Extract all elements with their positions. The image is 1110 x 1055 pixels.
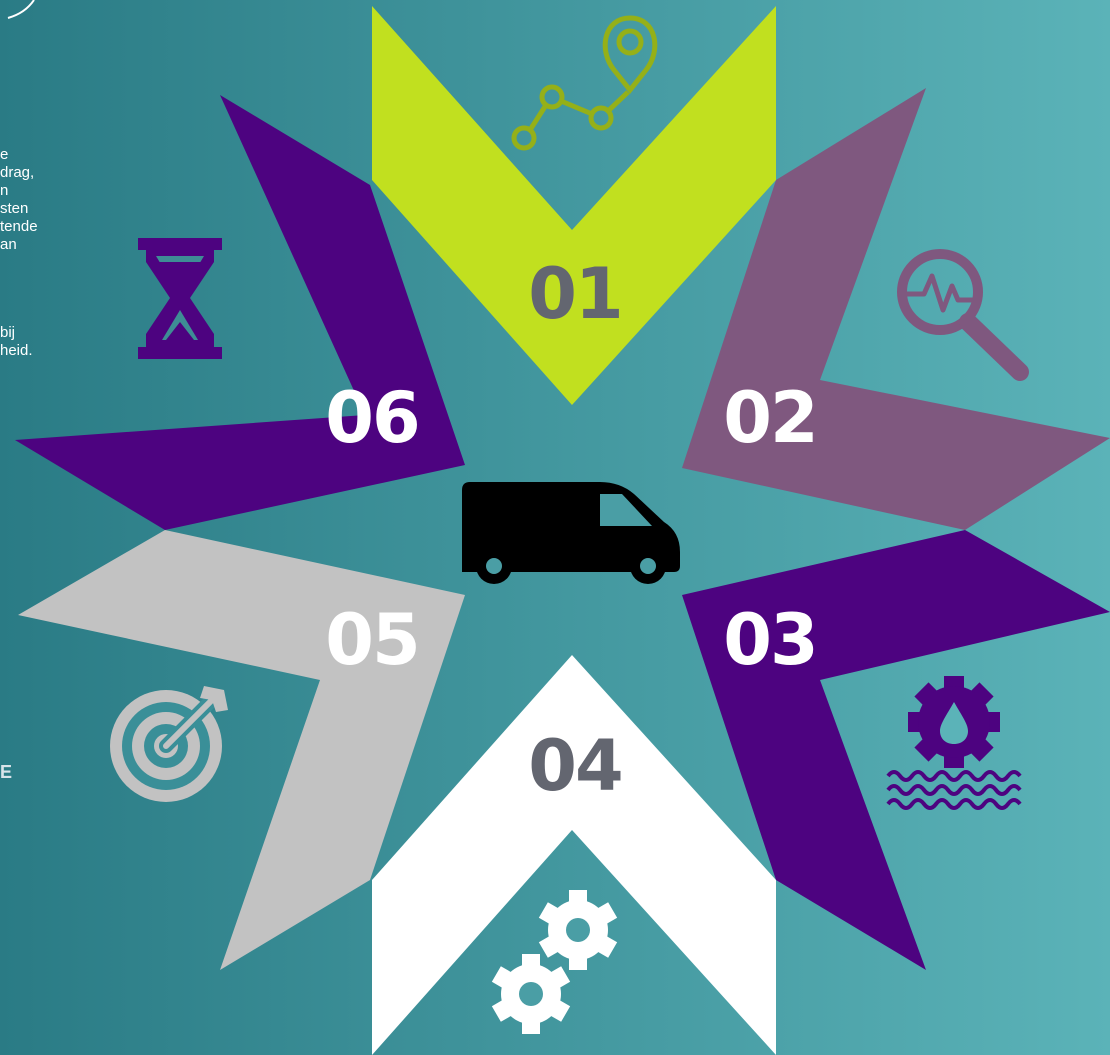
hourglass-icon (138, 238, 222, 359)
target-arrow-icon (110, 686, 228, 802)
text-fragment: sten (0, 200, 29, 217)
segment-01-number: 01 (528, 253, 621, 335)
segment-02-number: 02 (723, 377, 816, 459)
text-fragment: an (0, 236, 17, 253)
segment-04-shape (372, 655, 776, 1055)
gears-icon (491, 890, 618, 1034)
segment-05-shape (18, 530, 465, 970)
text-fragment: tende (0, 218, 38, 235)
gear-water-icon (886, 676, 1022, 810)
text-fragment: drag, (0, 164, 35, 181)
segment-06-shape (15, 95, 465, 530)
segment-03-shape (682, 530, 1110, 970)
text-fragment: bij (0, 324, 16, 341)
segment-06-number: 06 (325, 377, 418, 459)
segment-04-number: 04 (528, 725, 621, 807)
segment-05-number: 05 (325, 599, 418, 681)
segment-03-number: 03 (723, 599, 816, 681)
decor-curve (7, 0, 35, 19)
route-pin-icon (511, 15, 658, 151)
text-fragment: e (0, 146, 9, 163)
segment-01-shape (372, 6, 776, 405)
segment-02-shape (682, 88, 1110, 530)
edge-mark: E (0, 762, 13, 782)
text-fragment: heid. (0, 342, 33, 359)
van-icon (462, 482, 680, 584)
text-fragment: n (0, 182, 9, 199)
magnifier-pulse-icon (897, 249, 1029, 381)
